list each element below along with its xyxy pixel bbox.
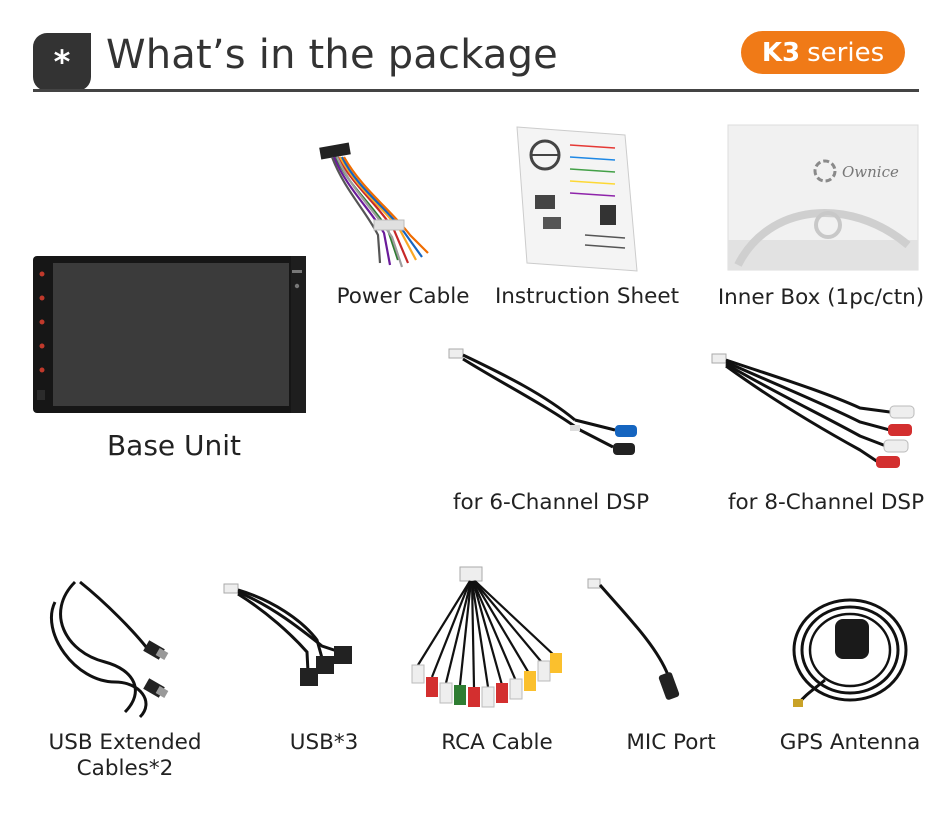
usb-extended-label-line2: Cables*2	[76, 756, 174, 781]
power-cable-image	[318, 135, 438, 275]
rca-label: RCA Cable	[441, 730, 553, 755]
usb3-label: USB*3	[289, 730, 359, 755]
inner-box-image: Ownice	[727, 124, 919, 271]
mic-port-image	[586, 575, 706, 705]
gps-antenna-image	[785, 595, 910, 710]
header-divider	[33, 89, 919, 92]
box-brand-text: Ownice	[842, 163, 899, 181]
inner-box-label: Inner Box (1pc/ctn)	[717, 285, 925, 310]
gps-label: GPS Antenna	[779, 730, 921, 755]
asterisk-badge: *	[33, 33, 91, 91]
dsp8-cable-image	[710, 350, 920, 475]
instruction-sheet-image	[515, 125, 640, 275]
mic-label: MIC Port	[626, 730, 716, 755]
usb-extended-cables-image	[45, 572, 175, 722]
dsp8-label: for 8-Channel DSP	[727, 490, 925, 515]
series-badge-strong: K3	[761, 37, 801, 68]
dsp6-label: for 6-Channel DSP	[452, 490, 650, 515]
usb-extended-label-line1: USB Extended	[48, 730, 202, 755]
base-unit-image	[33, 256, 306, 413]
page-title: What’s in the package	[106, 32, 558, 78]
usb-extended-label: USB Extended Cables*2	[40, 730, 210, 782]
usb3-cable-image	[222, 580, 362, 690]
power-cable-label: Power Cable	[336, 284, 470, 309]
series-badge-text: series	[807, 37, 885, 68]
base-unit-label: Base Unit	[106, 429, 242, 462]
instruction-sheet-label: Instruction Sheet	[494, 284, 680, 309]
rca-cable-image	[410, 565, 570, 710]
dsp6-cable-image	[445, 345, 645, 460]
